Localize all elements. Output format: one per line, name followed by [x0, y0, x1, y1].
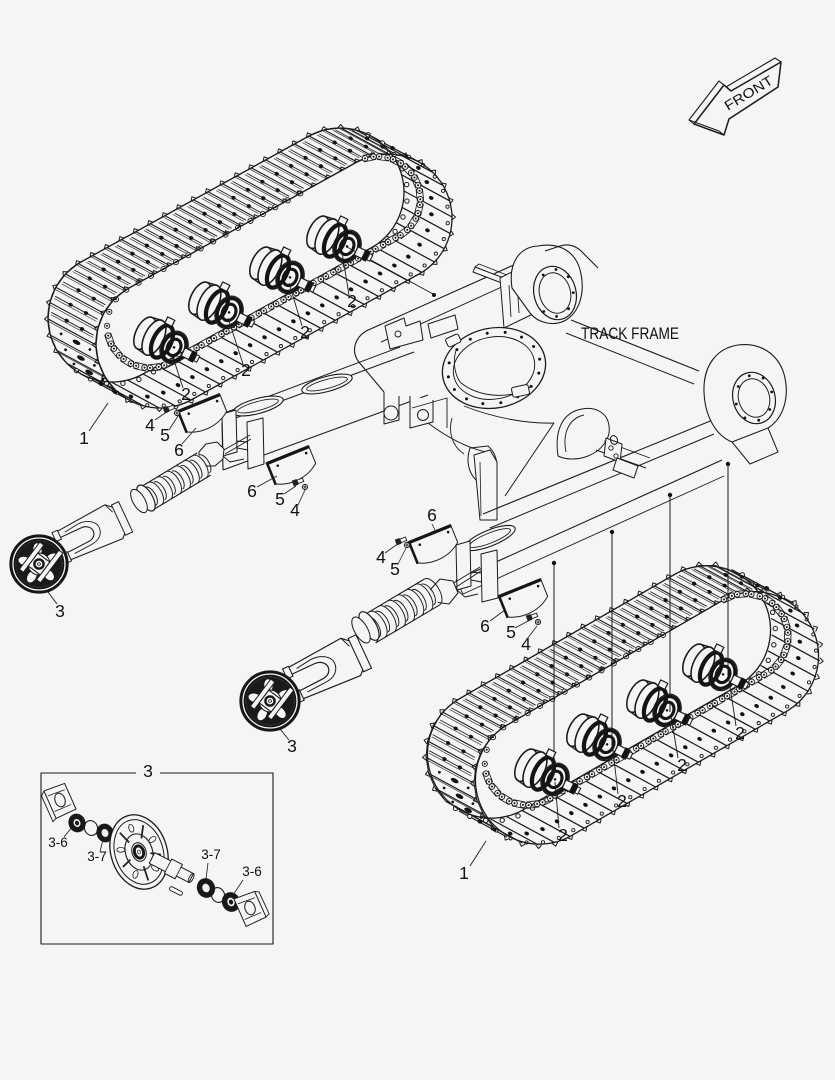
svg-text:6: 6: [247, 481, 257, 501]
svg-text:5: 5: [275, 489, 285, 509]
svg-text:3: 3: [143, 761, 153, 781]
svg-text:4: 4: [376, 547, 386, 567]
svg-text:2: 2: [347, 291, 357, 311]
svg-text:3: 3: [55, 601, 65, 621]
svg-text:2: 2: [300, 322, 310, 342]
svg-text:3: 3: [287, 736, 297, 756]
svg-text:3-6: 3-6: [48, 835, 68, 850]
svg-text:6: 6: [480, 616, 490, 636]
svg-text:2: 2: [677, 755, 687, 775]
svg-text:3-7: 3-7: [87, 849, 107, 864]
svg-text:5: 5: [390, 559, 400, 579]
svg-text:TRACK FRAME: TRACK FRAME: [581, 324, 679, 343]
svg-text:2: 2: [735, 723, 745, 743]
svg-text:2: 2: [241, 360, 251, 380]
svg-text:5: 5: [506, 622, 516, 642]
svg-text:2: 2: [617, 791, 627, 811]
svg-text:4: 4: [290, 500, 300, 520]
svg-text:1: 1: [79, 428, 89, 448]
svg-text:1: 1: [459, 863, 469, 883]
svg-text:6: 6: [174, 440, 184, 460]
svg-text:4: 4: [521, 634, 531, 654]
svg-text:2: 2: [181, 384, 191, 404]
svg-text:2: 2: [558, 825, 568, 845]
svg-text:3-7: 3-7: [201, 847, 221, 862]
svg-text:4: 4: [145, 415, 155, 435]
svg-text:5: 5: [160, 425, 170, 445]
svg-text:6: 6: [427, 505, 437, 525]
svg-text:3-6: 3-6: [242, 864, 262, 879]
